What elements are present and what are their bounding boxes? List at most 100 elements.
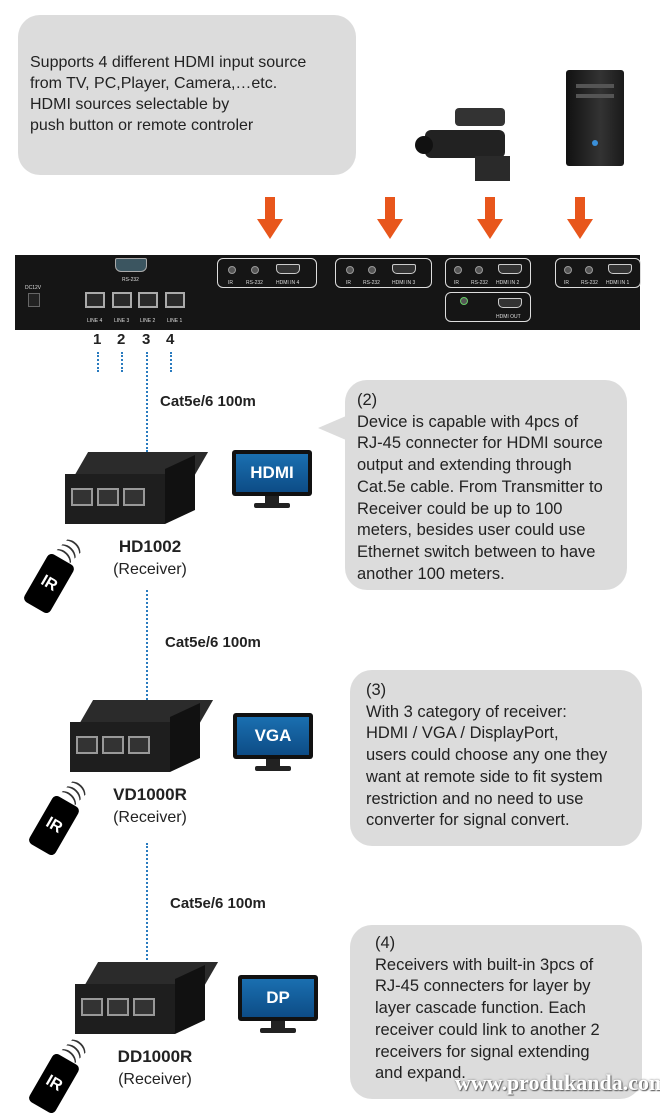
arrow-down-icon [477,197,503,243]
monitor-icon: HDMI [232,450,312,510]
note-line: Receiver could be up to 100 [357,499,563,518]
monitor-icon: VGA [233,713,313,773]
receiver-model: HD1002 [118,537,182,556]
intro-line: Supports 4 different HDMI input source [30,54,307,71]
line-number: 4 [166,331,175,348]
receiver-role: (Receiver) [113,561,187,578]
cable-line [146,352,148,452]
receiver-name: DD1000R (Receiver) [85,1046,225,1091]
ir-label: IR [228,280,233,286]
cable-line [121,352,123,372]
note-4-bubble [350,925,642,1099]
receiver-role: (Receiver) [113,809,187,826]
line-port [165,292,185,308]
receiver-model: VD1000R [113,785,187,804]
note-line: restriction and no need to use [366,789,584,808]
hdmi-out-label: HDMI OUT [496,314,521,320]
rs232-label: RS-232 [246,280,263,286]
note-line: meters, besides user could use [357,521,586,540]
arrow-down-icon [567,197,593,243]
ir-label: IR [564,280,569,286]
receiver-device-image [70,700,214,775]
receiver-name: HD1002 (Receiver) [80,536,220,581]
intro-text: Supports 4 different HDMI input source f… [30,52,306,136]
note-line: receivers for signal extending [375,1042,590,1061]
intro-bubble [18,15,356,175]
camera-icon [415,108,525,188]
note-line: Device is capable with 4pcs of [357,412,579,431]
ir-label: IR [27,1052,81,1115]
ir-remote-icon: )))IR [27,1034,97,1115]
hdmi-in-4-group: IR RS-232 HDMI IN 4 [217,258,317,288]
rs232-label: RS-232 [471,280,488,286]
receiver-role: (Receiver) [118,1071,192,1088]
ir-label: IR [22,552,76,615]
line-label: LINE 3 [114,318,130,324]
ir-label: IR [27,794,81,857]
hdmi-label: HDMI IN 4 [276,280,300,286]
note-line: Receivers with built-in 3pcs of [375,955,594,974]
note-line: HDMI / VGA / DisplayPort, [366,724,559,743]
receiver-device-image [75,962,219,1037]
receiver-name: VD1000R (Receiver) [80,784,220,829]
cable-line [146,843,148,960]
line-number: 1 [93,331,102,348]
hdmi-label: HDMI IN 1 [606,280,630,286]
line-port [112,292,132,308]
note-line: layer cascade function. Each [375,999,586,1018]
ir-label: IR [454,280,459,286]
note-line: want at remote side to fit system [366,767,603,786]
watermark: www.produkanda.com [455,1070,660,1095]
note-line: RJ-45 connecter for HDMI source [357,434,603,453]
pc-tower-icon [566,70,624,166]
rs232-label: RS-232 [581,280,598,286]
rs232-port [115,258,147,272]
note-3-text: (3) With 3 category of receiver: HDMI / … [366,680,607,832]
cable-line [170,352,172,372]
hdmi-label: HDMI IN 3 [392,280,416,286]
note-2-bubble [345,380,627,590]
hdmi-out-group: HDMI OUT [445,292,531,322]
hdmi-in-3-group: IR RS-232 HDMI IN 3 [335,258,432,288]
line-label: LINE 4 [87,318,103,324]
note-line: output and extending through [357,456,572,475]
note-line: users could choose any one they [366,746,608,765]
power-jack [28,293,40,307]
transmitter-rear-panel: RS-232 DC12V LINE 4 LINE 3 LINE 2 LINE 1… [15,255,641,330]
power-label: DC12V [25,285,42,291]
hdmi-in-1-group: IR RS-232 HDMI IN 1 [555,258,641,288]
note-4-text: (4) Receivers with built-in 3pcs of RJ-4… [375,933,600,1085]
rs232-label: RS-232 [363,280,380,286]
line-number: 3 [142,331,151,348]
arrow-down-icon [257,197,283,243]
intro-line: push button or remote controler [30,117,254,134]
bubble-pointer [318,416,346,440]
note-line: RJ-45 connecters for layer by [375,977,591,996]
hdmi-label: HDMI IN 2 [496,280,520,286]
note-line: With 3 category of receiver: [366,702,567,721]
note-3-bubble [350,670,642,846]
note-2-text: (2) Device is capable with 4pcs of RJ-45… [357,390,603,585]
note-number: (3) [366,681,387,699]
arrow-down-icon [377,197,403,243]
note-number: (4) [375,934,396,952]
line-port [138,292,158,308]
note-line: and expand. [375,1064,466,1083]
monitor-icon: DP [238,975,318,1035]
cable-label: Cat5e/6 100m [165,634,261,651]
note-number: (2) [357,391,378,409]
display-type-label: DP [242,979,314,1017]
note-line: converter for signal convert. [366,811,570,830]
line-port [85,292,105,308]
rs232-label: RS-232 [122,277,139,283]
note-line: receiver could link to another 2 [375,1020,600,1039]
receiver-device-image [65,452,209,527]
note-line: Cat.5e cable. From Transmitter to [357,477,603,496]
cable-line [97,352,99,372]
ir-label: IR [346,280,351,286]
display-type-label: HDMI [236,454,308,492]
note-line: Ethernet switch between to have [357,542,596,561]
intro-line: from TV, PC,Player, Camera,…etc. [30,75,278,92]
intro-line: HDMI sources selectable by [30,96,230,113]
receiver-model: DD1000R [117,1047,193,1066]
